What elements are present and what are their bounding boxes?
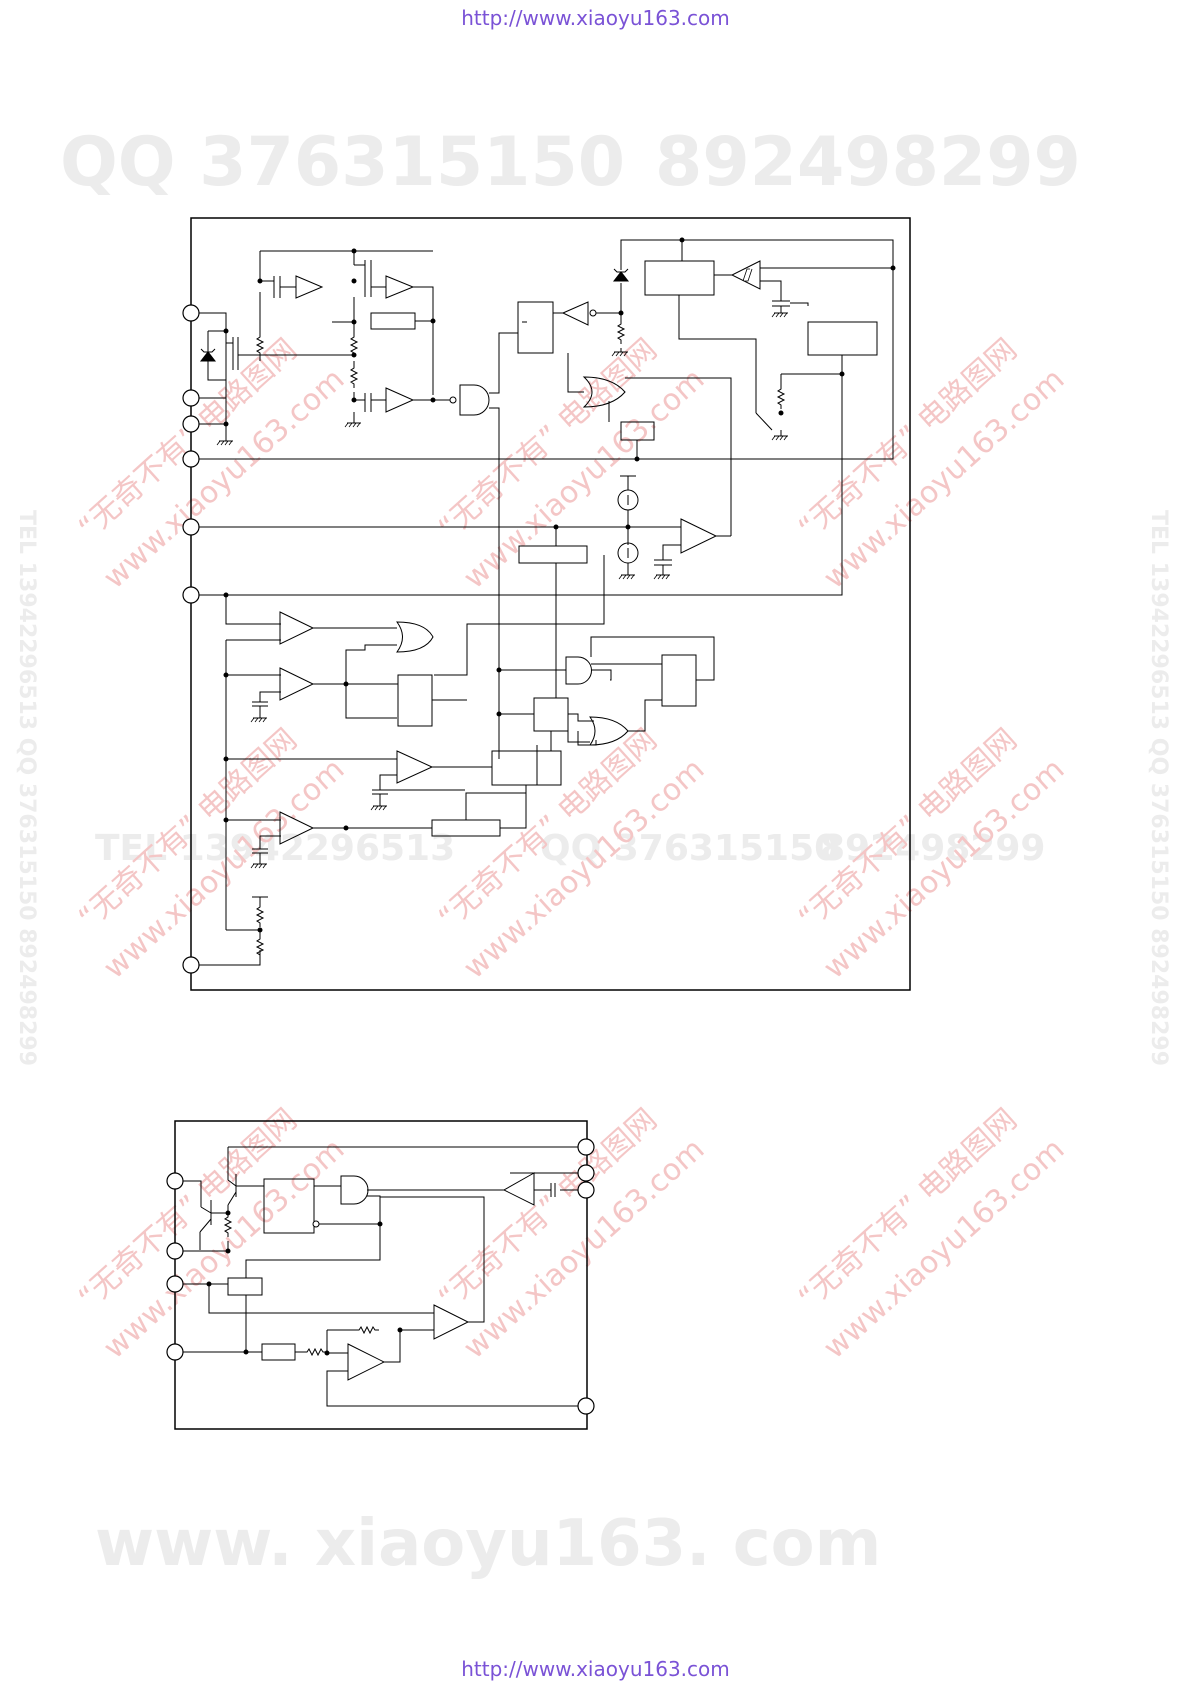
- buffer-1: [295, 275, 324, 299]
- or-gate-2: [396, 621, 434, 653]
- block-right-2: [661, 654, 697, 707]
- pin2-8: [577, 1397, 595, 1415]
- watermark-qq-top: QQ 376315150: [60, 123, 625, 202]
- block2-latch: [263, 1178, 315, 1234]
- pin-5: [182, 518, 200, 536]
- footer-url[interactable]: http://www.xiaoyu163.com: [461, 1657, 730, 1681]
- watermark-qq-mid: QQ 376315150: [540, 828, 839, 869]
- buffer2-1: [502, 1172, 535, 1206]
- comparator2-2: [347, 1343, 386, 1381]
- inverter-1: [561, 301, 589, 326]
- pin-4: [182, 450, 200, 468]
- block-top-right: [644, 260, 715, 296]
- and-gate-1: [565, 656, 592, 685]
- pin-7: [182, 956, 200, 974]
- or-gate-3: [589, 716, 629, 746]
- ic-outline-1: [190, 217, 911, 991]
- or-gate-1: [582, 376, 626, 408]
- block-center-1: [491, 750, 562, 786]
- block2-small: [227, 1277, 263, 1296]
- block-wide-1: [518, 545, 588, 564]
- watermark-number-top: 892498299: [655, 123, 1081, 202]
- buffer-3: [385, 387, 415, 413]
- watermark-side-right: TEL 13942296513 QQ 376315150 892498299: [1146, 510, 1171, 1066]
- block-mid-box: [370, 312, 416, 330]
- watermark-number-mid: 892498299: [820, 828, 1045, 869]
- header-url[interactable]: http://www.xiaoyu163.com: [461, 6, 730, 30]
- comparator-1: [680, 518, 718, 554]
- and-gate-2: [340, 1175, 369, 1205]
- pin-2: [182, 389, 200, 407]
- pin2-4: [166, 1343, 184, 1361]
- pin2-1: [166, 1172, 184, 1190]
- pin2-6: [577, 1164, 595, 1182]
- pins-left-1: [182, 304, 200, 974]
- watermark-tel-mid: TEL 13942296513: [95, 828, 455, 869]
- comparator-5: [279, 811, 315, 845]
- block-right-1: [807, 321, 878, 356]
- latch-block-1: [517, 301, 554, 354]
- comparator-3: [279, 667, 315, 701]
- pin-6: [182, 586, 200, 604]
- block-center-3: [533, 697, 569, 732]
- watermark-bottom-url: www. xiaoyu163. com: [95, 1507, 881, 1581]
- comparator-4: [396, 750, 434, 784]
- pin2-3: [166, 1275, 184, 1293]
- watermark-side-left: TEL 13942296513 QQ 376315150 892498299: [14, 510, 39, 1066]
- buffer-2: [385, 275, 415, 299]
- pin2-2: [166, 1242, 184, 1260]
- block-diagram-1: [182, 217, 911, 991]
- pin2-5: [577, 1138, 595, 1156]
- nand-gate: [459, 384, 490, 416]
- comparator-2: [279, 611, 315, 645]
- comparator2-1: [433, 1304, 470, 1340]
- pin-3: [182, 415, 200, 433]
- ic-outline-2: [174, 1120, 588, 1430]
- pin-1: [182, 304, 200, 322]
- watermark-layer: QQ 376315150 892498299 TEL 13942296513 Q…: [14, 123, 1171, 1581]
- pin2-7: [577, 1181, 595, 1199]
- block2-res: [261, 1343, 296, 1361]
- schmitt-buffer: [730, 260, 761, 290]
- block-diagram-2: [166, 1120, 595, 1430]
- block-left-2: [397, 674, 433, 727]
